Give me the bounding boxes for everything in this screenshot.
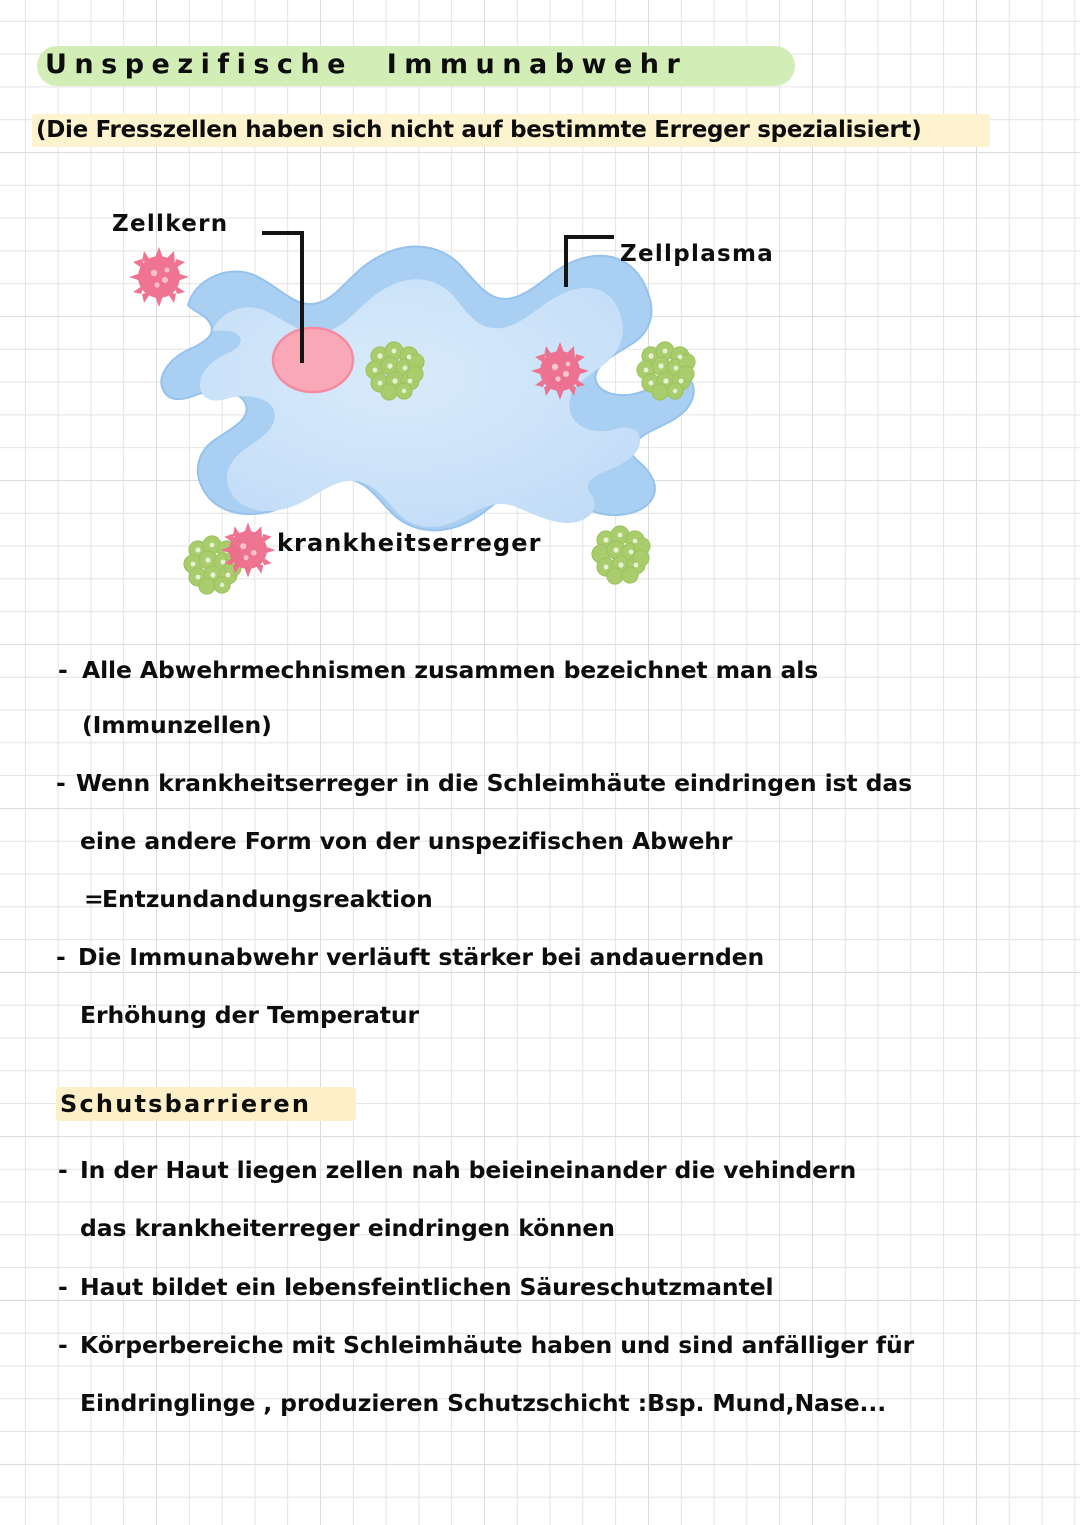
note-line: Alle Abwehrmechnismen zusammen bezeichne… [82, 656, 819, 684]
section-highlight [56, 1087, 356, 1121]
note-line: eine andere Form von der unspezifischen … [80, 827, 733, 855]
section-heading-container: Schutsbarrieren [56, 1085, 356, 1123]
pathogen-pink-outside-left [129, 247, 189, 307]
pathogen-pink-inside-right [531, 342, 589, 400]
bullet-dash: - [56, 943, 66, 971]
page-title: Unspezifische Immunabwehr [45, 49, 688, 80]
cell-diagram: Zellkern Zellplasma krankheitserreger [0, 185, 1080, 605]
leader-line-plasma [564, 235, 614, 287]
bullet-dash: - [56, 769, 66, 797]
page-subtitle: (Die Fresszellen haben sich nicht auf be… [36, 117, 922, 143]
note-line: Haut bildet ein lebensfeintlichen Säures… [80, 1273, 774, 1301]
cell-nucleus [271, 326, 355, 394]
label-zellplasma: Zellplasma [620, 241, 775, 267]
pathogen-green-outside-right [636, 341, 696, 401]
label-krankheitserreger: krankheitserreger [277, 529, 542, 557]
legend-pathogen-green [591, 525, 651, 585]
leader-line-nucleus [262, 231, 304, 363]
bullet-dash: - [58, 1156, 68, 1184]
bullet-dash: - [58, 656, 68, 684]
title-highlight [37, 46, 795, 86]
section-heading: Schutsbarrieren [60, 1090, 312, 1118]
pathogen-green-center [365, 341, 425, 401]
note-line: Die Immunabwehr verläuft stärker bei and… [78, 943, 765, 971]
subtitle-highlight [32, 114, 990, 147]
label-zellkern: Zellkern [112, 211, 229, 237]
bullet-equals: = [84, 885, 104, 913]
note-line: (Immunzellen) [82, 711, 272, 739]
subtitle-container: (Die Fresszellen haben sich nicht auf be… [32, 110, 990, 150]
legend-pathogen-pink [220, 522, 276, 578]
note-line: Erhöhung der Temperatur [80, 1001, 420, 1029]
note-line: das krankheiterreger eindringen können [80, 1214, 615, 1242]
note-line: Entzundandungsreaktion [102, 885, 433, 913]
cell-diagram-svg [129, 231, 696, 595]
note-line: Körperbereiche mit Schleimhäute haben un… [80, 1331, 915, 1359]
note-line: Eindringlinge , produzieren Schutzschich… [80, 1389, 887, 1417]
bullet-dash: - [58, 1273, 68, 1301]
bullet-dash: - [58, 1331, 68, 1359]
page-title-container: Unspezifische Immunabwehr [37, 44, 795, 86]
note-line: In der Haut liegen zellen nah beieineina… [80, 1156, 857, 1184]
note-line: Wenn krankheitserreger in die Schleimhäu… [76, 769, 912, 797]
